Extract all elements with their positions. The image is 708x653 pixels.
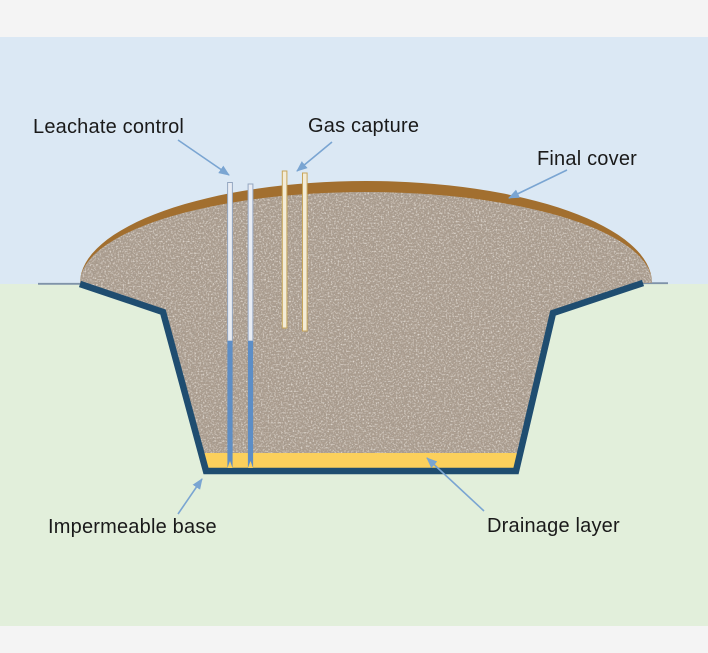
drainage-layer-arrow bbox=[426, 457, 485, 512]
label-impermeable-base: Impermeable base bbox=[48, 516, 217, 538]
gas-capture-arrow bbox=[296, 141, 333, 172]
leachate-pipe-right bbox=[247, 183, 254, 468]
leachate-pipe-right-tip-notch bbox=[247, 461, 254, 468]
drainage-layer bbox=[203, 453, 519, 470]
leachate-pipe-right-screen bbox=[247, 341, 254, 468]
callout-arrows bbox=[177, 139, 568, 515]
gas-pipe-left bbox=[281, 170, 288, 329]
impermeable-base-liner bbox=[78, 279, 645, 475]
gas-pipe-right bbox=[302, 172, 308, 332]
leachate-pipe-left-screen bbox=[227, 341, 233, 468]
leachate-control-arrow bbox=[177, 139, 230, 176]
leachate-pipe-left bbox=[227, 182, 233, 468]
leachate-pipe-left-tip-notch bbox=[227, 461, 233, 468]
leachate-pipe-right-casing bbox=[247, 183, 254, 342]
final-cover-arrow bbox=[508, 169, 568, 199]
impermeable-base-arrow bbox=[177, 478, 203, 515]
leachate-pipe-left-casing bbox=[227, 182, 233, 342]
label-leachate-control: Leachate control bbox=[33, 116, 184, 138]
label-gas-capture: Gas capture bbox=[308, 115, 419, 137]
label-drainage-layer: Drainage layer bbox=[487, 515, 620, 537]
label-final-cover: Final cover bbox=[537, 148, 637, 170]
